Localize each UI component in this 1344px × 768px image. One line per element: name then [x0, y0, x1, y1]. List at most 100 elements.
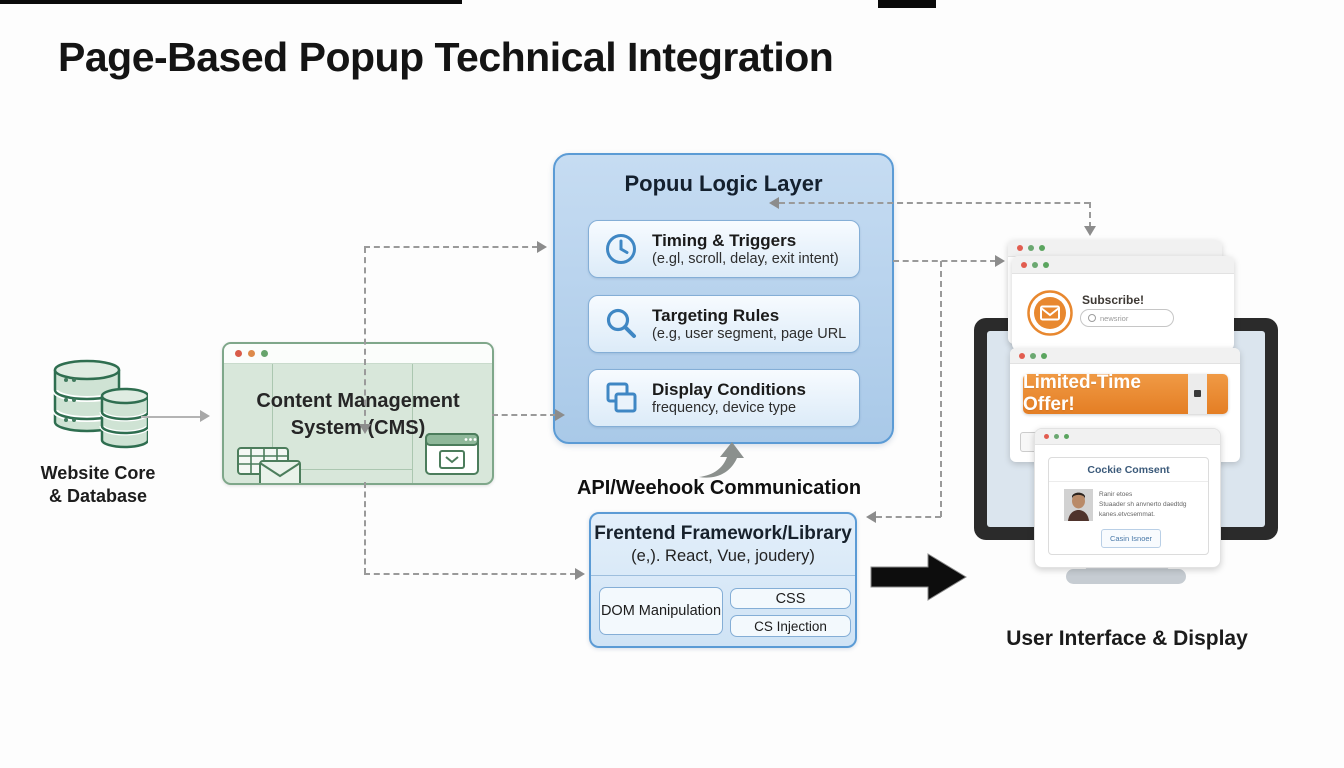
popup-titlebar [1012, 256, 1234, 274]
logic-item-text: Targeting Rules (e.g, user segment, page… [652, 306, 846, 343]
big-right-arrow-icon [870, 553, 967, 601]
window-dot [1017, 245, 1023, 251]
window-dot [235, 350, 242, 357]
swoosh-arrow-icon [699, 442, 744, 478]
cms-title: Content Management System (CMS) [224, 388, 492, 442]
connector [364, 246, 538, 248]
subscribe-envelope-icon [1027, 290, 1073, 336]
subscribe-title: Subscribe! [1082, 293, 1145, 307]
arrowhead-icon [1084, 226, 1096, 236]
cms-titlebar [224, 344, 492, 364]
logic-item-title: Timing & Triggers [652, 230, 797, 250]
logic-item-title: Display Conditions [652, 379, 806, 399]
cms-grid-line [272, 469, 412, 470]
connector [492, 414, 556, 416]
cs-injection-box: CS Injection [730, 615, 851, 637]
divider [1049, 481, 1208, 482]
search-icon [606, 308, 636, 338]
cookie-card: Cockie Comsent Ranir etoes Stuaader sh a… [1048, 457, 1209, 555]
connector [364, 482, 366, 574]
connector [364, 573, 576, 575]
window-dot [1021, 261, 1027, 268]
offer-banner: Limited-Time Offer! [1023, 372, 1228, 415]
window-dot [1032, 261, 1038, 268]
cookie-accept-button[interactable]: Casin Isnoer [1101, 529, 1161, 548]
database-icon [52, 359, 148, 449]
connector [364, 247, 366, 426]
cms-grid-line [412, 364, 413, 483]
database-label-line1: Website Core [40, 463, 156, 483]
window-dot [1019, 352, 1025, 359]
subscribe-popup: Subscribe! newsrior [1012, 256, 1234, 350]
frontend-subtitle: (e,). React, Vue, joudery) [631, 547, 815, 565]
connector [893, 260, 996, 262]
arrowhead-icon [866, 511, 876, 523]
offer-close-button[interactable] [1194, 390, 1201, 397]
cookie-text-line: Ranir etoes [1099, 491, 1133, 498]
logic-item-subtitle: (e.gl, scroll, delay, exit intent) [652, 250, 839, 267]
radio-circle-icon [1088, 314, 1096, 322]
logic-item-subtitle: frequency, device type [652, 399, 797, 416]
connector [1089, 202, 1091, 228]
arrowhead-icon [555, 409, 565, 421]
connector-db-cms [141, 416, 201, 418]
page-title: Page-Based Popup Technical Integration [58, 34, 834, 80]
logic-item-text: Display Conditions frequency, device typ… [652, 380, 806, 417]
popup-titlebar [1008, 240, 1222, 257]
frontend-title: Frentend Framework/Library [594, 523, 852, 544]
top-edge-bar [0, 0, 462, 4]
cms-title-line2: System (CMS) [290, 417, 426, 439]
window-dot [248, 350, 255, 357]
ui-display-caption: User Interface & Display [1006, 627, 1248, 650]
arrowhead-icon [575, 568, 585, 580]
cookie-popup: Cockie Comsent Ranir etoes Stuaader sh a… [1034, 428, 1221, 568]
cookie-text-line: kanes.etvcsemmat. [1099, 511, 1155, 518]
logic-item-targeting: Targeting Rules (e.g, user segment, page… [588, 295, 860, 353]
popup-titlebar [1010, 348, 1240, 364]
connector [940, 261, 942, 517]
window-dot [1044, 434, 1049, 439]
frontend-framework-box: Frentend Framework/Library (e,). React, … [589, 512, 857, 648]
logic-layer-title: Popuu Logic Layer [624, 171, 823, 196]
subscribe-input-text: newsrior [1100, 313, 1129, 323]
window-dot [1064, 434, 1069, 439]
arrowhead-icon [200, 410, 210, 422]
top-edge-bar [878, 0, 936, 8]
dom-manipulation-box: DOM Manipulation [599, 587, 723, 635]
windows-icon [606, 382, 637, 413]
arrowhead-icon [359, 424, 371, 434]
arrowhead-icon [995, 255, 1005, 267]
arrowhead-icon [537, 241, 547, 253]
logic-item-display: Display Conditions frequency, device typ… [588, 369, 860, 427]
logic-item-timing: Timing & Triggers (e.gl, scroll, delay, … [588, 220, 860, 278]
window-dot [261, 350, 268, 357]
window-dot [1028, 245, 1034, 251]
monitor-stand-base [1066, 569, 1186, 584]
cookie-title: Cockie Comsent [1087, 464, 1170, 476]
arrowhead-icon [769, 197, 779, 209]
avatar [1064, 489, 1093, 521]
window-dot [1039, 245, 1045, 251]
cookie-text-line: Stuaader sh anvnerto daedtdg [1099, 501, 1187, 508]
popup-titlebar [1035, 429, 1220, 445]
window-dot [1041, 352, 1047, 359]
envelope-icon [259, 460, 301, 483]
cms-grid-line [272, 364, 273, 483]
cms-title-line1: Content Management [256, 390, 460, 412]
api-communication-label: API/Weehook Communication [576, 477, 862, 499]
window-dot [1054, 434, 1059, 439]
cms-body: Content Management System (CMS) [224, 364, 492, 483]
logic-item-text: Timing & Triggers (e.gl, scroll, delay, … [652, 231, 839, 268]
clock-icon [606, 234, 636, 264]
window-dot [1043, 261, 1049, 268]
logic-item-title: Targeting Rules [652, 305, 780, 325]
logic-item-subtitle: (e.g, user segment, page URL [652, 325, 847, 342]
database-label-line2: & Database [48, 486, 148, 506]
subscribe-input[interactable]: newsrior [1080, 309, 1174, 327]
offer-banner-text: Limited-Time Offer! [1023, 372, 1141, 415]
css-box: CSS [730, 588, 851, 609]
popup-logic-layer: Popuu Logic Layer Timing & Triggers (e.g… [553, 153, 894, 444]
cms-window: Content Management System (CMS) [222, 342, 494, 485]
divider [591, 575, 855, 576]
